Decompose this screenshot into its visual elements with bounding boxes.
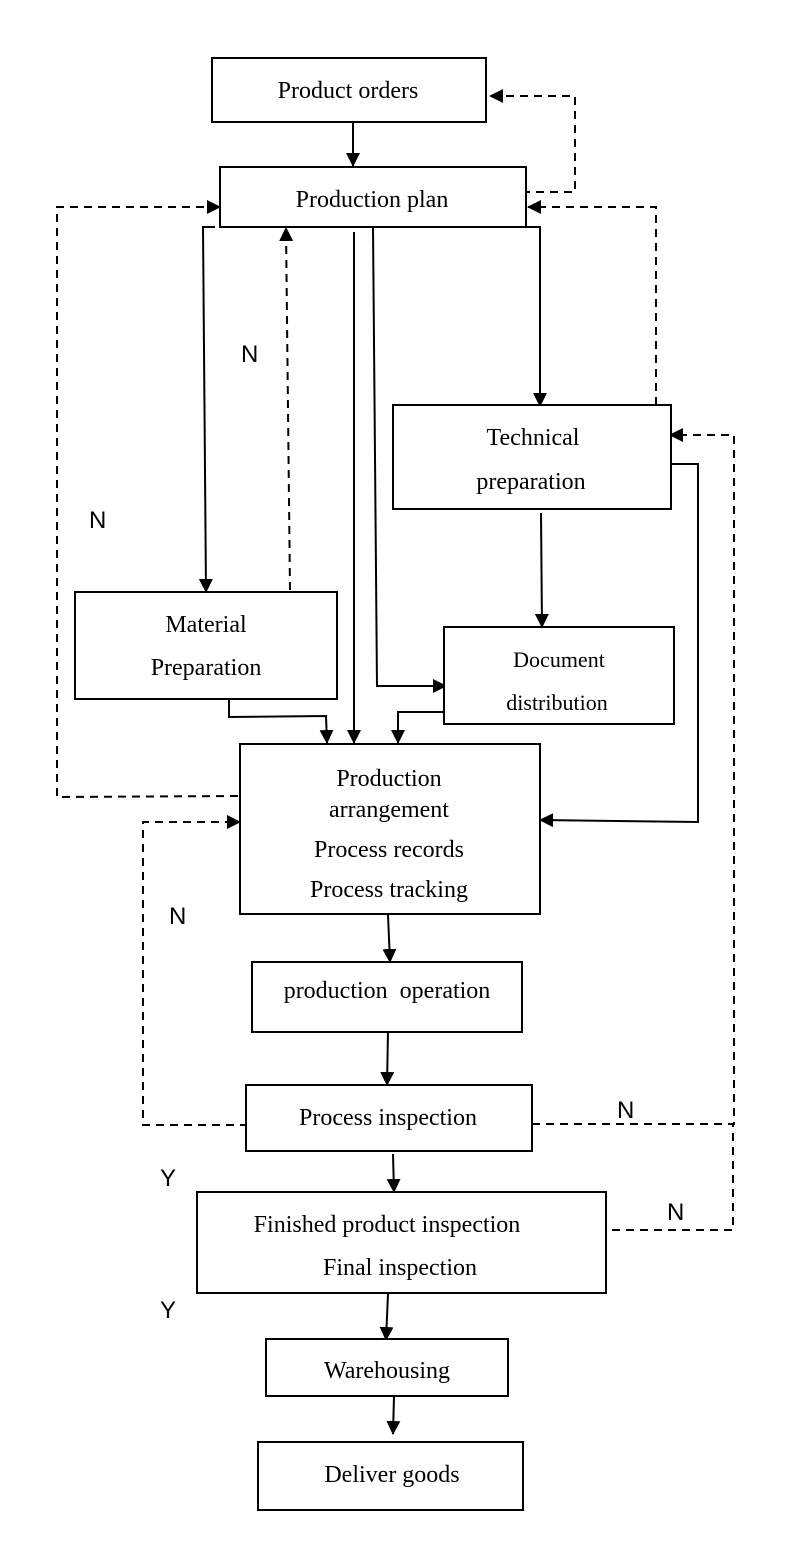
label-n-inspection-to-technical: N (617, 1097, 634, 1124)
node-process-inspection: Process inspection (245, 1084, 533, 1152)
node-label: Product orders (278, 78, 419, 104)
node-label: Process records (314, 837, 464, 863)
edge-technical-to-document (534, 512, 549, 628)
edge-material-to-arrangement (228, 699, 334, 744)
node-label: Final inspection (323, 1255, 477, 1281)
node-label: Material (165, 612, 247, 638)
node-warehousing: Warehousing (265, 1338, 509, 1397)
label-n-material-to-plan: N (241, 341, 258, 368)
node-document-distribution: Document distribution (443, 626, 675, 725)
edge-inspection-to-finished (386, 1153, 401, 1193)
node-label: Preparation (151, 655, 262, 681)
label-n-finished-to-technical: N (667, 1199, 684, 1226)
node-finished-product-inspection: Finished product inspection Final inspec… (196, 1191, 607, 1294)
node-label: Production (336, 766, 441, 792)
node-technical-preparation: Technical preparation (392, 404, 672, 510)
node-label: Process inspection (299, 1105, 477, 1131)
node-label: Technical (487, 425, 580, 451)
node-label: production operation (284, 978, 491, 1004)
node-deliver-goods: Deliver goods (257, 1441, 524, 1511)
node-product-orders: Product orders (211, 57, 487, 123)
node-production-operation: production operation (251, 961, 523, 1033)
node-label: Warehousing (324, 1358, 450, 1384)
label-y-finished-to-warehousing: Y (160, 1297, 176, 1324)
edge-plan-to-material (198, 226, 215, 593)
edge-technical-to-plan (527, 200, 657, 405)
edge-material-to-plan (279, 227, 294, 591)
node-label: Finished product inspection (254, 1212, 521, 1238)
node-label: Deliver goods (324, 1462, 459, 1488)
node-label: distribution (506, 690, 607, 715)
node-label: Process tracking (310, 877, 468, 903)
node-production-plan: Production plan (219, 166, 527, 228)
node-label: Document (513, 647, 605, 672)
node-label: arrangement (329, 797, 449, 823)
edge-inspection-to-technical (532, 428, 735, 1125)
edge-arrangement-to-operation (382, 914, 397, 963)
edge-plan-to-document (372, 226, 447, 693)
edge-labels: N N N N Y N Y (89, 341, 684, 1324)
edge-plan-to-orders (489, 89, 576, 193)
edge-arrangement-to-plan (56, 200, 239, 799)
node-production-arrangement: Production arrangement Process records P… (239, 743, 541, 915)
label-n-arrangement-to-plan: N (89, 507, 106, 534)
edge-warehousing-to-deliver (386, 1395, 401, 1435)
edge-plan-to-technical (472, 226, 547, 407)
edge-finished-to-warehousing (379, 1293, 394, 1341)
node-label: Production plan (296, 187, 449, 213)
label-n-inspection-to-arrangement: N (169, 903, 186, 930)
edge-operation-to-inspection (380, 1030, 395, 1086)
edge-inspection-to-arrangement (142, 815, 248, 1126)
label-y-inspection-to-finished: Y (160, 1165, 176, 1192)
node-label: preparation (476, 469, 585, 495)
edge-technical-to-arrangement (539, 463, 699, 828)
node-material-preparation: Material Preparation (74, 591, 338, 700)
edge-document-to-arrangement (391, 711, 446, 744)
